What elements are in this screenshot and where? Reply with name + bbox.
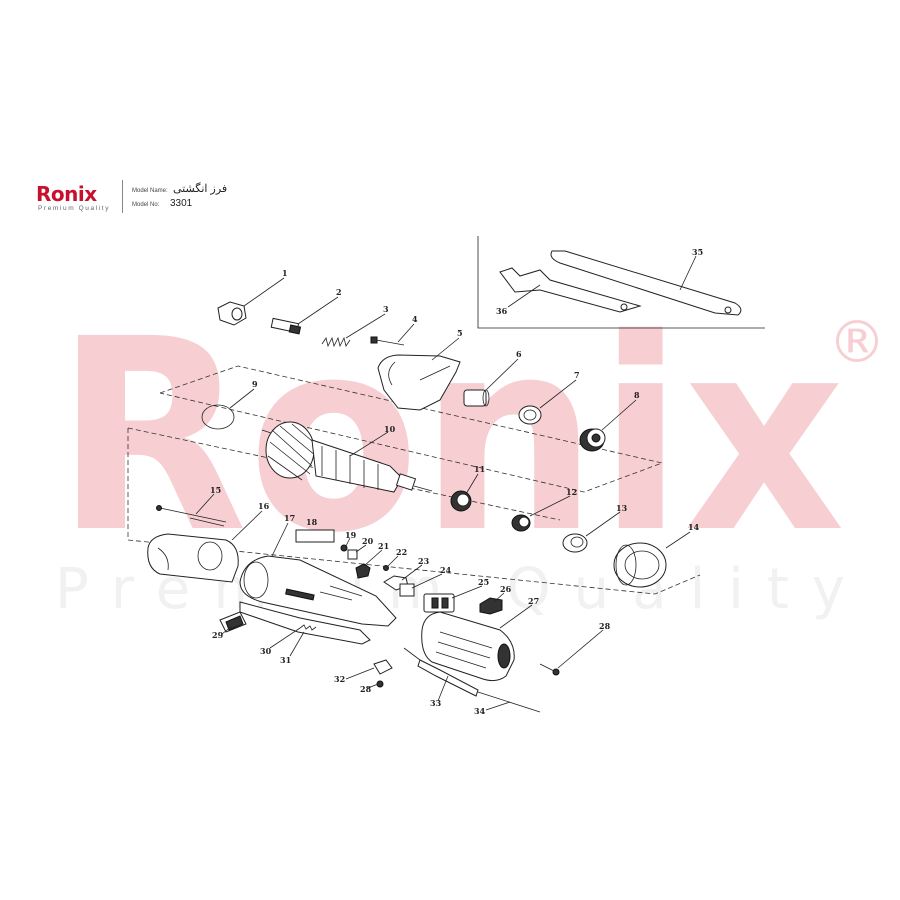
brand-tagline: Premium Quality xyxy=(38,205,111,212)
part-number: 28 xyxy=(360,684,372,694)
terminal-icon-20 xyxy=(347,549,358,560)
part-number: 20 xyxy=(362,536,374,546)
washer-icon-7 xyxy=(518,405,542,425)
part-number: 13 xyxy=(616,503,628,513)
leader-lines xyxy=(195,255,697,711)
part-numbers: 1 2 3 4 5 6 7 8 9 10 11 12 13 14 15 16 1… xyxy=(210,247,703,716)
part-number: 17 xyxy=(284,513,295,523)
model-name-label: Model Name: xyxy=(132,188,168,194)
model-name-value: فرز انگشتی xyxy=(173,183,228,195)
bearing-icon-8 xyxy=(579,428,606,452)
part-number: 15 xyxy=(210,485,221,495)
header: Ronix Premium Quality Model Name: فرز ان… xyxy=(36,178,296,218)
motor-housing-icon xyxy=(239,555,397,627)
part-number: 35 xyxy=(692,247,703,257)
part-number: 34 xyxy=(474,706,486,716)
part-number: 9 xyxy=(252,379,258,389)
part-number: 32 xyxy=(334,674,345,684)
stator-icon xyxy=(147,533,239,583)
capacitor-icon-24 xyxy=(399,583,415,597)
wrench-box xyxy=(477,236,765,329)
bearing-icon-6 xyxy=(463,389,490,407)
long-screw-icon xyxy=(156,505,227,527)
switch-lever-icon xyxy=(239,601,371,645)
part-number: 24 xyxy=(440,565,452,575)
part-number: 4 xyxy=(412,314,418,324)
model-no-value: 3301 xyxy=(170,198,193,209)
collet-icon xyxy=(270,317,302,335)
part-number: 36 xyxy=(496,306,508,316)
switch-knob-icon-26 xyxy=(479,597,503,615)
part-number: 22 xyxy=(396,547,407,557)
part-number: 23 xyxy=(418,556,430,566)
part-number: 18 xyxy=(306,517,318,527)
part-number: 5 xyxy=(457,328,463,338)
header-divider xyxy=(122,180,123,213)
part-number: 29 xyxy=(212,630,224,640)
washer-icon-13 xyxy=(562,533,588,553)
screw-icon xyxy=(370,336,405,346)
switch-icon-25 xyxy=(423,593,455,613)
part-number: 12 xyxy=(566,487,577,497)
screw-icon-28 xyxy=(539,663,560,676)
gear-housing-icon xyxy=(377,354,461,411)
frame-lower xyxy=(127,428,701,595)
part-number: 19 xyxy=(345,530,357,540)
part-number: 11 xyxy=(474,464,485,474)
part-number: 3 xyxy=(383,304,389,314)
slide-switch-icon xyxy=(219,611,247,633)
part-number: 7 xyxy=(574,370,580,380)
front-ring-icon xyxy=(613,542,667,588)
screw-icon-22 xyxy=(383,565,389,571)
part-number: 28 xyxy=(599,621,611,631)
label-plate-icon xyxy=(295,529,335,543)
bearing-icon-12 xyxy=(511,514,531,532)
clip-icon-21 xyxy=(355,563,371,579)
armature-icon xyxy=(261,421,433,493)
part-number: 25 xyxy=(478,577,489,587)
part-number: 10 xyxy=(384,424,396,434)
part-number: 21 xyxy=(378,541,389,551)
part-number: 8 xyxy=(634,390,640,400)
part-number: 33 xyxy=(430,698,442,708)
bearing-icon-11 xyxy=(450,490,472,512)
part-number: 14 xyxy=(688,522,700,532)
part-number: 2 xyxy=(336,287,342,297)
watermark-registered: ® xyxy=(828,308,886,376)
part-number: 6 xyxy=(516,349,522,359)
part-number: 1 xyxy=(282,268,288,278)
part-number: 16 xyxy=(258,501,270,511)
screw-icon-19 xyxy=(340,544,348,552)
brand-logo: Ronix xyxy=(36,182,97,206)
part-number: 26 xyxy=(500,584,512,594)
nut-icon xyxy=(217,301,247,326)
frame-upper xyxy=(159,365,664,493)
wrench-icon xyxy=(499,250,742,316)
retaining-ring-icon xyxy=(201,404,235,430)
model-no-label: Model No: xyxy=(132,202,160,208)
part-number: 27 xyxy=(528,596,539,606)
lever-spring-icon xyxy=(299,624,317,631)
clamp-icon-32 xyxy=(373,659,393,675)
part-number: 30 xyxy=(260,646,272,656)
part-number: 31 xyxy=(280,655,291,665)
spring-icon xyxy=(321,336,351,348)
rear-cover-icon xyxy=(421,611,515,682)
